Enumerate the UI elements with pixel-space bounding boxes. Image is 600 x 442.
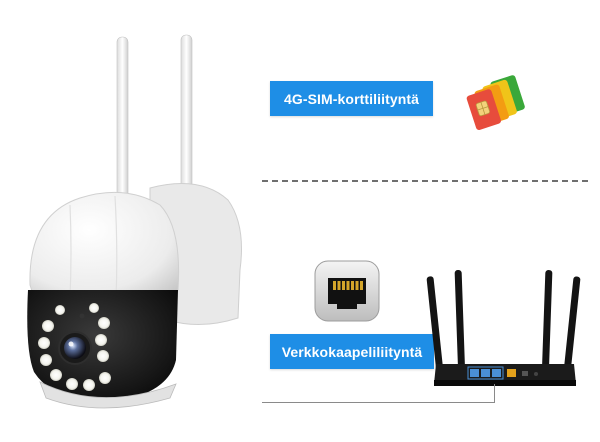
ethernet-port-icon xyxy=(314,260,380,322)
cable-line xyxy=(262,402,494,403)
network-interface-label: Verkkokaapeliliityntä xyxy=(270,334,434,369)
wifi-router-icon xyxy=(426,270,581,386)
sim-cards-icon xyxy=(466,75,525,130)
cable-line xyxy=(494,384,495,403)
section-divider xyxy=(262,180,588,182)
ptz-security-camera-icon xyxy=(27,34,242,409)
sim-interface-label: 4G-SIM-korttiliityntä xyxy=(270,81,433,116)
